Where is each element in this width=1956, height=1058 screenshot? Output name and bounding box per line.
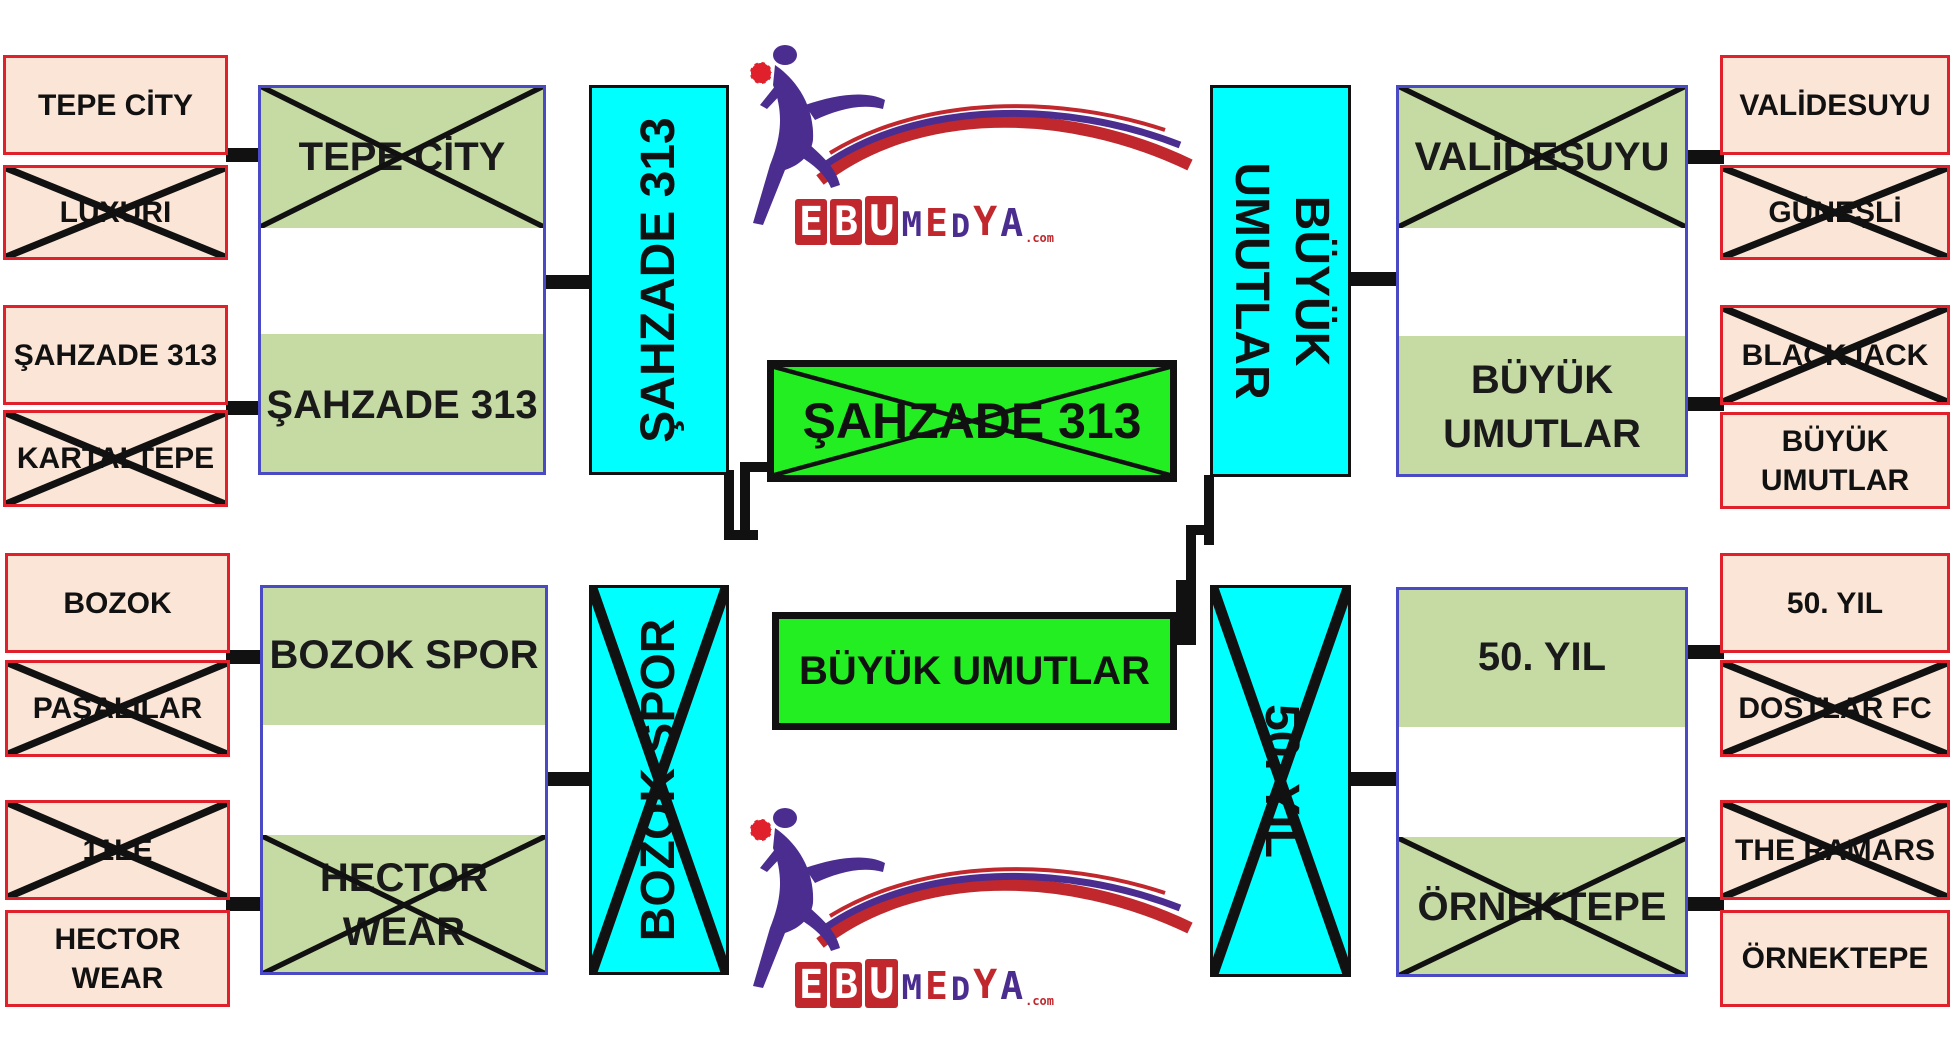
left-r1-team-5: BOZOK bbox=[5, 553, 230, 653]
connector bbox=[740, 462, 770, 472]
connector bbox=[1351, 272, 1396, 286]
left-r1-team-3: ŞAHZADE 313 bbox=[3, 305, 228, 405]
connector bbox=[1186, 525, 1196, 645]
connector bbox=[1688, 397, 1724, 411]
connector bbox=[544, 275, 590, 289]
right-qf-bottom-team-a: 50. YIL bbox=[1396, 587, 1688, 727]
connector bbox=[1186, 525, 1214, 535]
right-r1-team-6: DOSTLAR FC bbox=[1720, 660, 1950, 757]
ebumedya-logo-bottom: E B U M E D Y A .com bbox=[745, 808, 1200, 1008]
right-sf-bottom: 50. YIL bbox=[1210, 585, 1351, 977]
connector bbox=[1688, 150, 1724, 164]
final-team-top: ŞAHZADE 313 bbox=[767, 360, 1177, 482]
connector bbox=[1176, 580, 1188, 645]
left-qf-bottom-spacer bbox=[260, 725, 548, 835]
connector bbox=[724, 470, 734, 540]
connector bbox=[724, 530, 758, 540]
ebumedya-logo-top: E B U M E D Y A .com bbox=[745, 45, 1200, 245]
left-r1-team-7: 11LE bbox=[5, 800, 230, 900]
connector bbox=[226, 401, 260, 415]
left-qf-bottom-team-a: BOZOK SPOR bbox=[260, 585, 548, 725]
footballer-icon bbox=[749, 45, 1193, 225]
logo-wordmark: E B U M E D Y A .com bbox=[795, 185, 1054, 245]
left-qf-top-spacer bbox=[258, 228, 546, 334]
connector bbox=[546, 772, 590, 786]
left-r1-team-4: KARTALTEPE bbox=[3, 410, 228, 507]
footballer-icon bbox=[749, 808, 1193, 988]
connector bbox=[1351, 772, 1396, 786]
right-qf-bottom-frame bbox=[1396, 587, 1688, 977]
right-r1-team-8: ÖRNEKTEPE bbox=[1720, 910, 1950, 1007]
right-r1-team-5: 50. YIL bbox=[1720, 553, 1950, 653]
connector bbox=[740, 462, 750, 534]
left-sf-top: ŞAHZADE 313 bbox=[589, 85, 729, 475]
left-r1-team-6: PAŞALILAR bbox=[5, 660, 230, 757]
right-qf-bottom-team-b: ÖRNEKTEPE bbox=[1396, 837, 1688, 977]
left-qf-top-frame bbox=[258, 85, 546, 475]
connector bbox=[226, 650, 260, 664]
left-sf-bottom: BOZOK SPOR bbox=[589, 585, 729, 975]
logo-wordmark: E B U M E D Y A .com bbox=[795, 948, 1054, 1008]
right-r1-team-7: THE RAMARS bbox=[1720, 800, 1950, 900]
left-qf-bottom-frame bbox=[260, 585, 548, 975]
connector bbox=[1688, 897, 1724, 911]
left-r1-team-2: LUXURI bbox=[3, 165, 228, 260]
connector bbox=[1204, 475, 1214, 545]
left-r1-team-8: HECTOR WEAR bbox=[5, 910, 230, 1007]
right-qf-top-frame bbox=[1396, 85, 1688, 477]
connector bbox=[226, 897, 260, 911]
right-r1-team-3: BLACKJACK bbox=[1720, 305, 1950, 405]
right-qf-top-spacer bbox=[1396, 228, 1688, 336]
right-r1-team-1: VALİDESUYU bbox=[1720, 55, 1950, 155]
right-sf-top: BÜYÜK UMUTLAR bbox=[1210, 85, 1351, 477]
right-r1-team-4: BÜYÜK UMUTLAR bbox=[1720, 412, 1950, 509]
connector bbox=[226, 148, 260, 162]
left-qf-top-team-b: ŞAHZADE 313 bbox=[258, 334, 546, 475]
right-r1-team-2: GÜNEŞLİ bbox=[1720, 165, 1950, 260]
final-team-bottom: BÜYÜK UMUTLAR bbox=[772, 612, 1177, 730]
right-qf-bottom-spacer bbox=[1396, 727, 1688, 837]
left-r1-team-1: TEPE CİTY bbox=[3, 55, 228, 155]
right-qf-top-team-b: BÜYÜK UMUTLAR bbox=[1396, 336, 1688, 477]
connector bbox=[1688, 645, 1724, 659]
